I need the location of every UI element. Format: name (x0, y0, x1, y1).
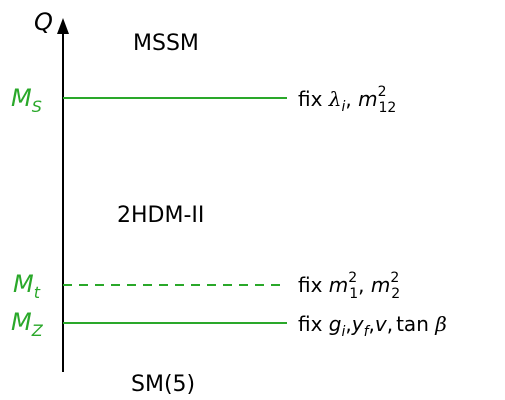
scale-mz: MZ fix gi,yf,v,tan β (11, 308, 447, 340)
q-axis-arrowhead (57, 18, 69, 34)
annotation-mz: fix gi,yf,v,tan β (298, 312, 447, 340)
scale-label-mz: MZ (11, 308, 44, 340)
scale-label-ms: MS (11, 84, 42, 116)
scale-label-mt: Mt (13, 270, 41, 302)
region-label-mssm: MSSM (133, 31, 199, 56)
axis-label-q: Q (34, 8, 53, 36)
region-label-2hdm: 2HDM-II (117, 203, 204, 228)
region-label-sm5: SM(5) (131, 372, 195, 397)
